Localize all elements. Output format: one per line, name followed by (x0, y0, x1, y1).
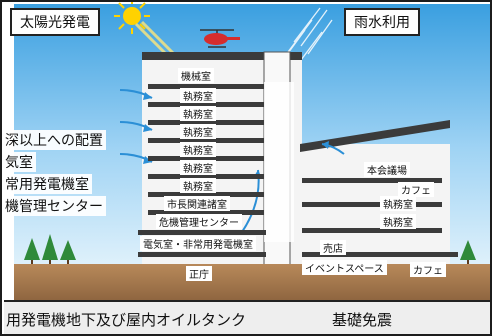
solar-header: 太陽光発電 (10, 8, 100, 36)
floor-slab (302, 228, 442, 233)
rainwater-header-label: 雨水利用 (354, 15, 410, 31)
tree-icons (24, 234, 476, 266)
room-electrical: 電気室・非常用発電機室 (140, 236, 256, 251)
floor-slab (148, 156, 264, 161)
sun-icon (114, 2, 180, 60)
floor-slab (138, 252, 266, 257)
room-main-office: 正庁 (186, 266, 212, 281)
callout-placement: 深以上への配置 (2, 130, 106, 150)
footer-right-text: 基礎免震 (332, 311, 393, 329)
room-office: 執務室 (180, 124, 216, 139)
floor-slab (148, 138, 264, 143)
floor-slab (148, 102, 264, 107)
room-office: 執務室 (180, 178, 216, 193)
floor-slab (138, 230, 266, 235)
floor-slab (148, 192, 264, 197)
floor-slab (302, 252, 458, 257)
room-annex-office: 執務室 (380, 196, 416, 211)
callout-generator: 常用発電機室 (2, 174, 92, 194)
floor-slab (302, 202, 442, 207)
floor-slab (148, 84, 264, 89)
callout-electrical: 気室 (2, 152, 36, 172)
helicopter-icon (200, 29, 240, 48)
room-shop: 売店 (320, 240, 346, 255)
room-cafe-upper: カフェ (398, 182, 434, 197)
room-machine: 機械室 (178, 68, 214, 83)
room-office: 執務室 (180, 88, 216, 103)
room-office: 執務室 (180, 160, 216, 175)
room-event-space: イベントスペース (302, 260, 387, 275)
footer-band: 用発電機地下及び屋内オイルタンク 基礎免震 (4, 300, 490, 334)
room-assembly: 本会議場 (364, 162, 410, 177)
rainwater-header: 雨水利用 (344, 8, 420, 36)
callout-crisis: 機管理センター (2, 196, 106, 216)
room-annex-office: 執務室 (380, 214, 416, 229)
room-office: 執務室 (180, 106, 216, 121)
floor-slab (148, 120, 264, 125)
room-mayor: 市長関連諸室 (164, 196, 230, 211)
room-office: 執務室 (180, 142, 216, 157)
footer-left-text: 用発電機地下及び屋内オイルタンク (6, 311, 247, 329)
room-crisis-center: 危機管理センター (156, 214, 242, 229)
floor-slab (148, 174, 264, 179)
solar-header-label: 太陽光発電 (20, 15, 90, 31)
floor-slab (148, 210, 264, 215)
floor-slab (302, 178, 442, 183)
room-cafe-lower: カフェ (410, 262, 446, 277)
